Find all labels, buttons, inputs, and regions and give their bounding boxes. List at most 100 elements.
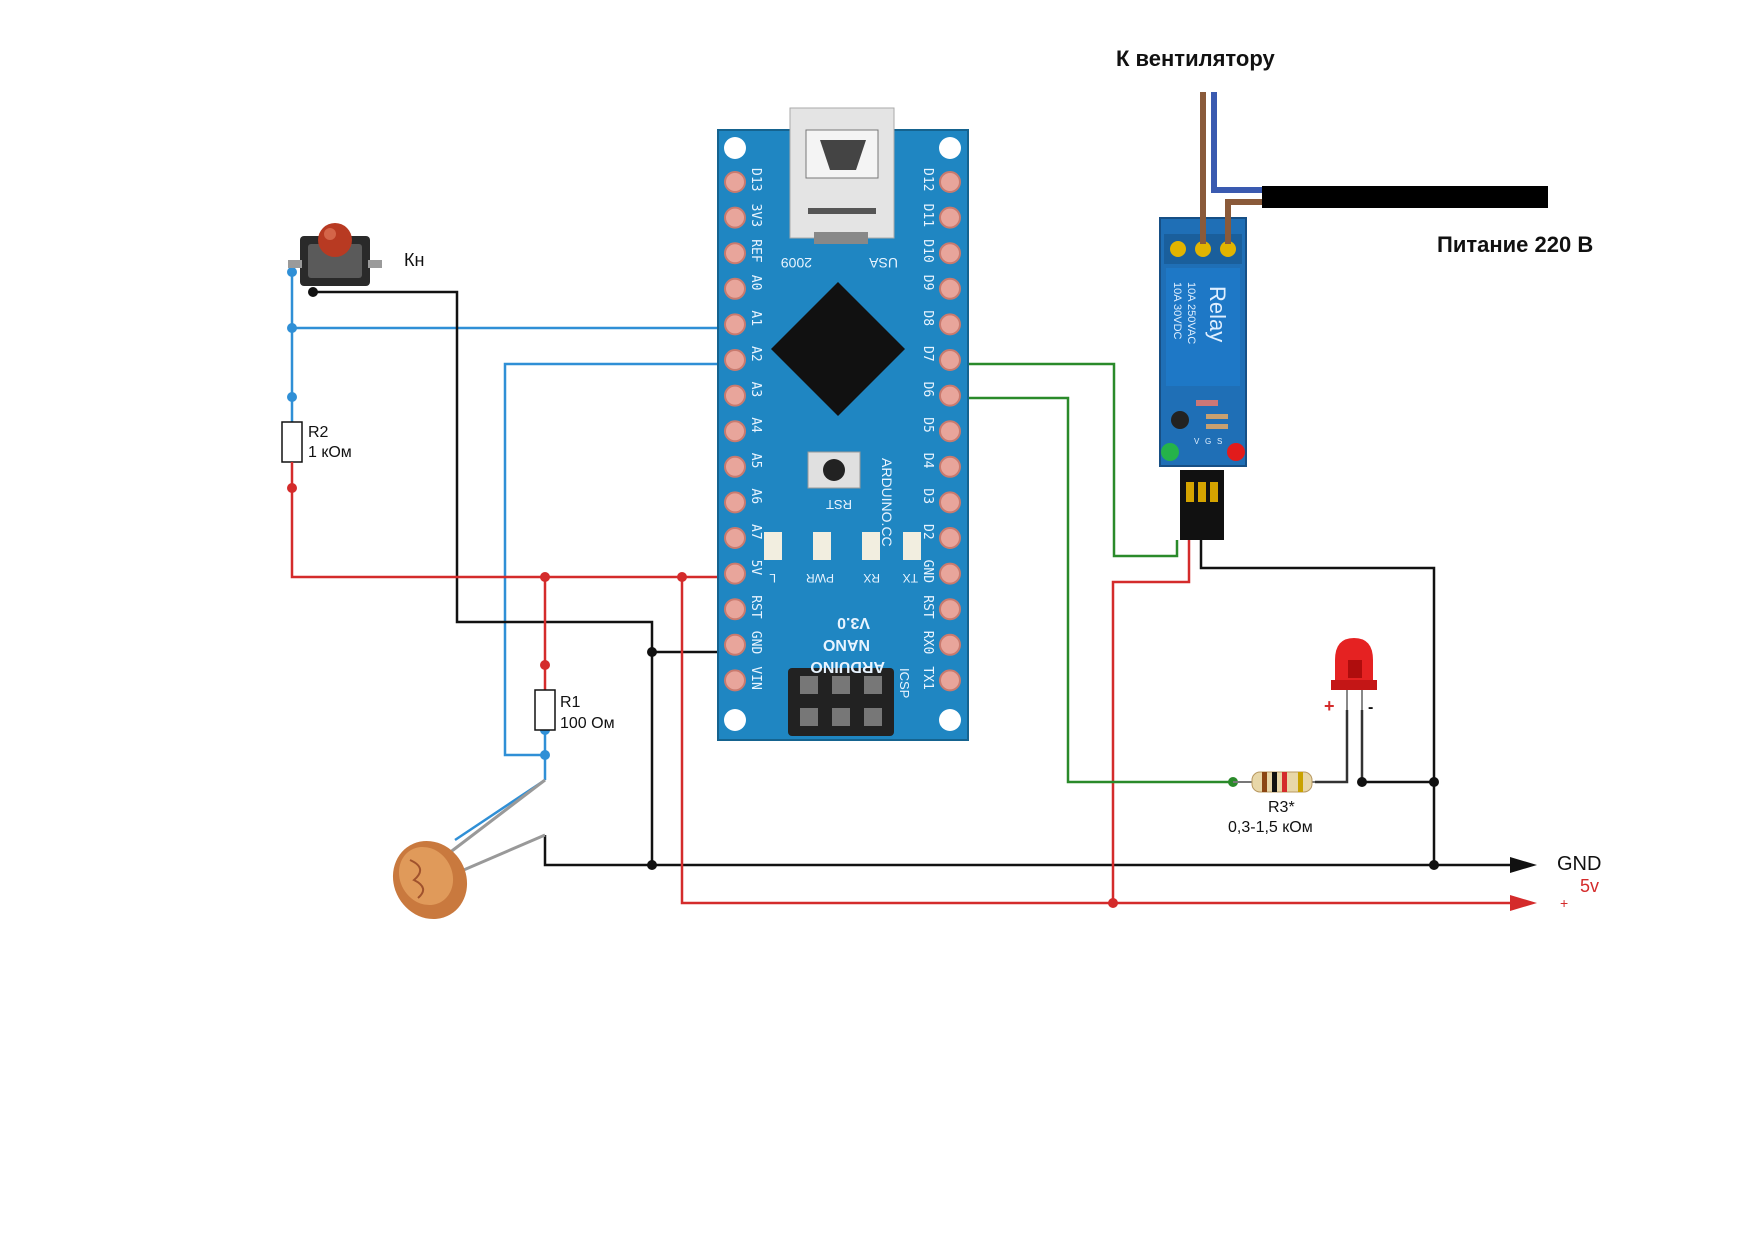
pin-hole-left <box>724 171 746 193</box>
pin-hole-right <box>939 313 961 336</box>
relay-connector <box>1180 470 1224 540</box>
gnd-label: GND <box>1557 853 1601 875</box>
pin-hole-right <box>939 171 961 193</box>
resistor-r3 <box>1233 771 1315 793</box>
gnd-arrow-icon <box>1510 857 1537 873</box>
pin-hole-right <box>939 633 961 656</box>
pin-hole-right <box>939 420 961 443</box>
pin-label-right: D6 <box>920 382 935 398</box>
wire-red-relay-vcc <box>1111 540 1191 903</box>
pin-label-right: RST <box>920 595 935 619</box>
pin-label-left: 5V <box>748 560 763 576</box>
pin-hole-left <box>724 633 746 656</box>
pin-hole-left <box>724 527 746 549</box>
pin-hole-left <box>724 491 746 514</box>
led-minus-label: - <box>1368 699 1373 716</box>
pin-label-right: RX0 <box>920 631 935 654</box>
to-fan-label: К вентилятору <box>1116 46 1275 71</box>
pin-hole-right <box>939 598 961 621</box>
pin-label-right: D10 <box>920 239 935 262</box>
pin-label-left: A3 <box>748 382 763 398</box>
r1-name: R1 <box>560 694 581 711</box>
pin-hole-left <box>724 669 746 692</box>
pin-hole-left <box>724 349 746 371</box>
pin-hole-left <box>724 455 746 478</box>
pin-hole-left <box>724 313 746 336</box>
mains-cable <box>1262 186 1548 208</box>
r3-value: 0,3-1,5 кОм <box>1228 819 1313 836</box>
board-rst-label: RST <box>826 497 852 512</box>
pin-label-left: A7 <box>748 524 763 540</box>
led-plus-label: + <box>1324 696 1335 716</box>
resistor-r2 <box>281 421 303 463</box>
relay-title: Relay <box>1205 286 1230 342</box>
pin-label-right: D5 <box>920 417 935 433</box>
wire-black-relay-gnd <box>1199 540 1436 865</box>
wire-red-5v-rail <box>680 577 1510 905</box>
5v-label: 5v <box>1580 876 1599 896</box>
pin-label-right: TX1 <box>920 666 935 689</box>
wire-red-r2-5v <box>290 488 735 579</box>
pin-hole-right <box>939 242 961 265</box>
power-220-label: Питание 220 В <box>1437 232 1593 257</box>
pin-hole-left <box>724 242 746 265</box>
pin-hole-right <box>939 384 961 407</box>
button-label: Кн <box>404 250 424 270</box>
pin-hole-left <box>724 206 746 229</box>
pin-label-right: D3 <box>920 488 935 504</box>
pin-label-left: D13 <box>748 168 763 191</box>
pin-hole-right <box>939 277 961 300</box>
microcontroller-chip <box>771 282 905 416</box>
pin-label-left: A6 <box>748 488 763 504</box>
pin-hole-right <box>939 669 961 692</box>
pin-label-left: A4 <box>748 417 763 433</box>
board-name-2: NANO <box>823 636 870 653</box>
led-label-l: L <box>769 571 776 585</box>
pin-label-left: A5 <box>748 453 763 469</box>
wire-blue-a2-ldr <box>503 362 735 757</box>
pin-label-right: D11 <box>920 204 935 227</box>
wire-green-d6-r3 <box>950 396 1233 784</box>
r3-name: R3* <box>1268 799 1295 816</box>
relay-module: Relay 10A 250VAC 10A 30VDC V G S <box>1159 217 1247 540</box>
board-name-1: ARDUINO <box>810 658 885 675</box>
led-label-rx: RX <box>863 571 880 585</box>
pin-label-left: RST <box>748 595 763 619</box>
fan-cable <box>1200 92 1262 244</box>
board-usa: USA <box>869 255 898 271</box>
pin-label-right: D12 <box>920 168 935 191</box>
board-name-3: V3.0 <box>837 614 870 631</box>
wire-green-d7-relay <box>950 362 1179 558</box>
photoresistor <box>392 778 546 920</box>
pin-hole-left <box>724 384 746 407</box>
pin-hole-right <box>939 349 961 371</box>
pin-hole-right <box>939 527 961 549</box>
relay-pin-s: S <box>1217 437 1222 446</box>
plus-label: + <box>1560 895 1568 911</box>
pin-label-left: A0 <box>748 275 763 291</box>
push-button <box>288 223 382 286</box>
relay-pin-v: V <box>1194 437 1200 446</box>
board-year: 2009 <box>781 255 812 271</box>
pin-hole-right <box>939 491 961 514</box>
5v-arrow-icon <box>1510 895 1537 911</box>
pin-label-left: GND <box>748 631 763 655</box>
pin-hole-left <box>724 420 746 443</box>
led <box>1331 638 1377 710</box>
relay-pin-g: G <box>1205 437 1211 446</box>
pin-hole-left <box>724 277 746 300</box>
board-icsp: ICSP <box>897 668 912 698</box>
pin-label-left: A1 <box>748 310 763 326</box>
relay-rating-1: 10A 250VAC <box>1185 282 1197 344</box>
pin-label-right: GND <box>920 560 935 584</box>
pin-label-left: A2 <box>748 346 763 362</box>
wire-dark-r3-led <box>1315 710 1349 784</box>
pin-label-right: D2 <box>920 524 935 540</box>
wire-black-ldr <box>543 835 652 867</box>
resistor-r1 <box>534 689 556 731</box>
led-label-pwr: PWR <box>806 571 834 585</box>
pin-label-right: D8 <box>920 310 935 326</box>
